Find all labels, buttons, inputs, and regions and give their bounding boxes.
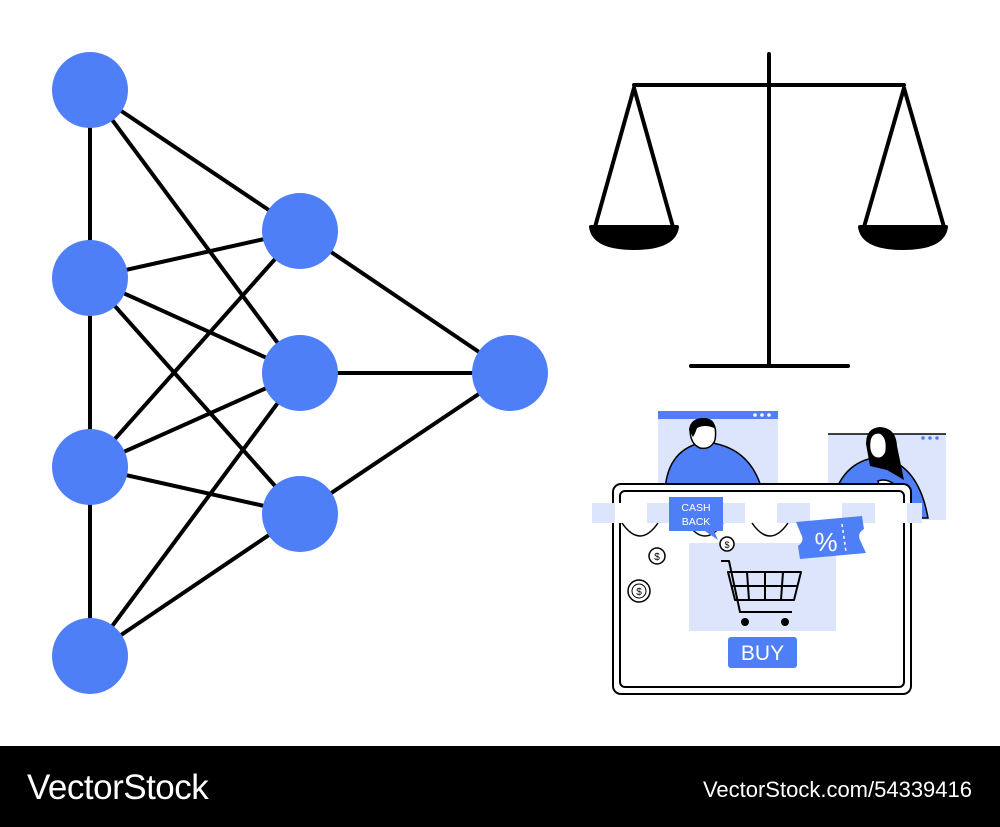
input-node <box>52 429 128 505</box>
shopping-cart-icon <box>721 560 802 626</box>
hidden-node <box>262 335 338 411</box>
output-node <box>472 335 548 411</box>
image-id-text: VectorStock.com/54339416 <box>702 777 972 802</box>
input-node <box>52 618 128 694</box>
cash-back-line1: CASH <box>681 502 710 514</box>
network-nodes <box>52 52 548 694</box>
coin-icon: $ <box>719 536 735 552</box>
illustration: $ $ $ CASH BACK % BUY <box>52 52 948 695</box>
hidden-node <box>262 193 338 269</box>
input-node <box>52 52 128 128</box>
vectorstock-logo: VectorStock <box>27 768 209 807</box>
cash-back-line2: BACK <box>682 516 711 528</box>
svg-text:$: $ <box>654 552 660 563</box>
coupon-percent-sign: % <box>814 527 837 557</box>
online-shop-scene: $ $ $ CASH BACK % BUY <box>592 411 946 695</box>
neural-network-diagram <box>52 52 548 694</box>
buy-button-label: BUY <box>741 642 784 665</box>
hidden-node <box>262 476 338 552</box>
svg-text:$: $ <box>724 540 729 550</box>
network-edges <box>88 88 512 658</box>
balance-scale-icon <box>589 52 948 368</box>
buy-button[interactable]: BUY <box>728 637 797 668</box>
svg-text:$: $ <box>636 587 642 598</box>
watermark-footer: VectorStock VectorStock.com/54339416 <box>0 746 1000 827</box>
cash-back-badge: CASH BACK <box>669 497 723 540</box>
input-node <box>52 240 128 316</box>
coin-icon: $ <box>627 579 651 603</box>
coin-icon: $ <box>648 547 666 565</box>
discount-coupon-icon: % <box>796 516 866 559</box>
